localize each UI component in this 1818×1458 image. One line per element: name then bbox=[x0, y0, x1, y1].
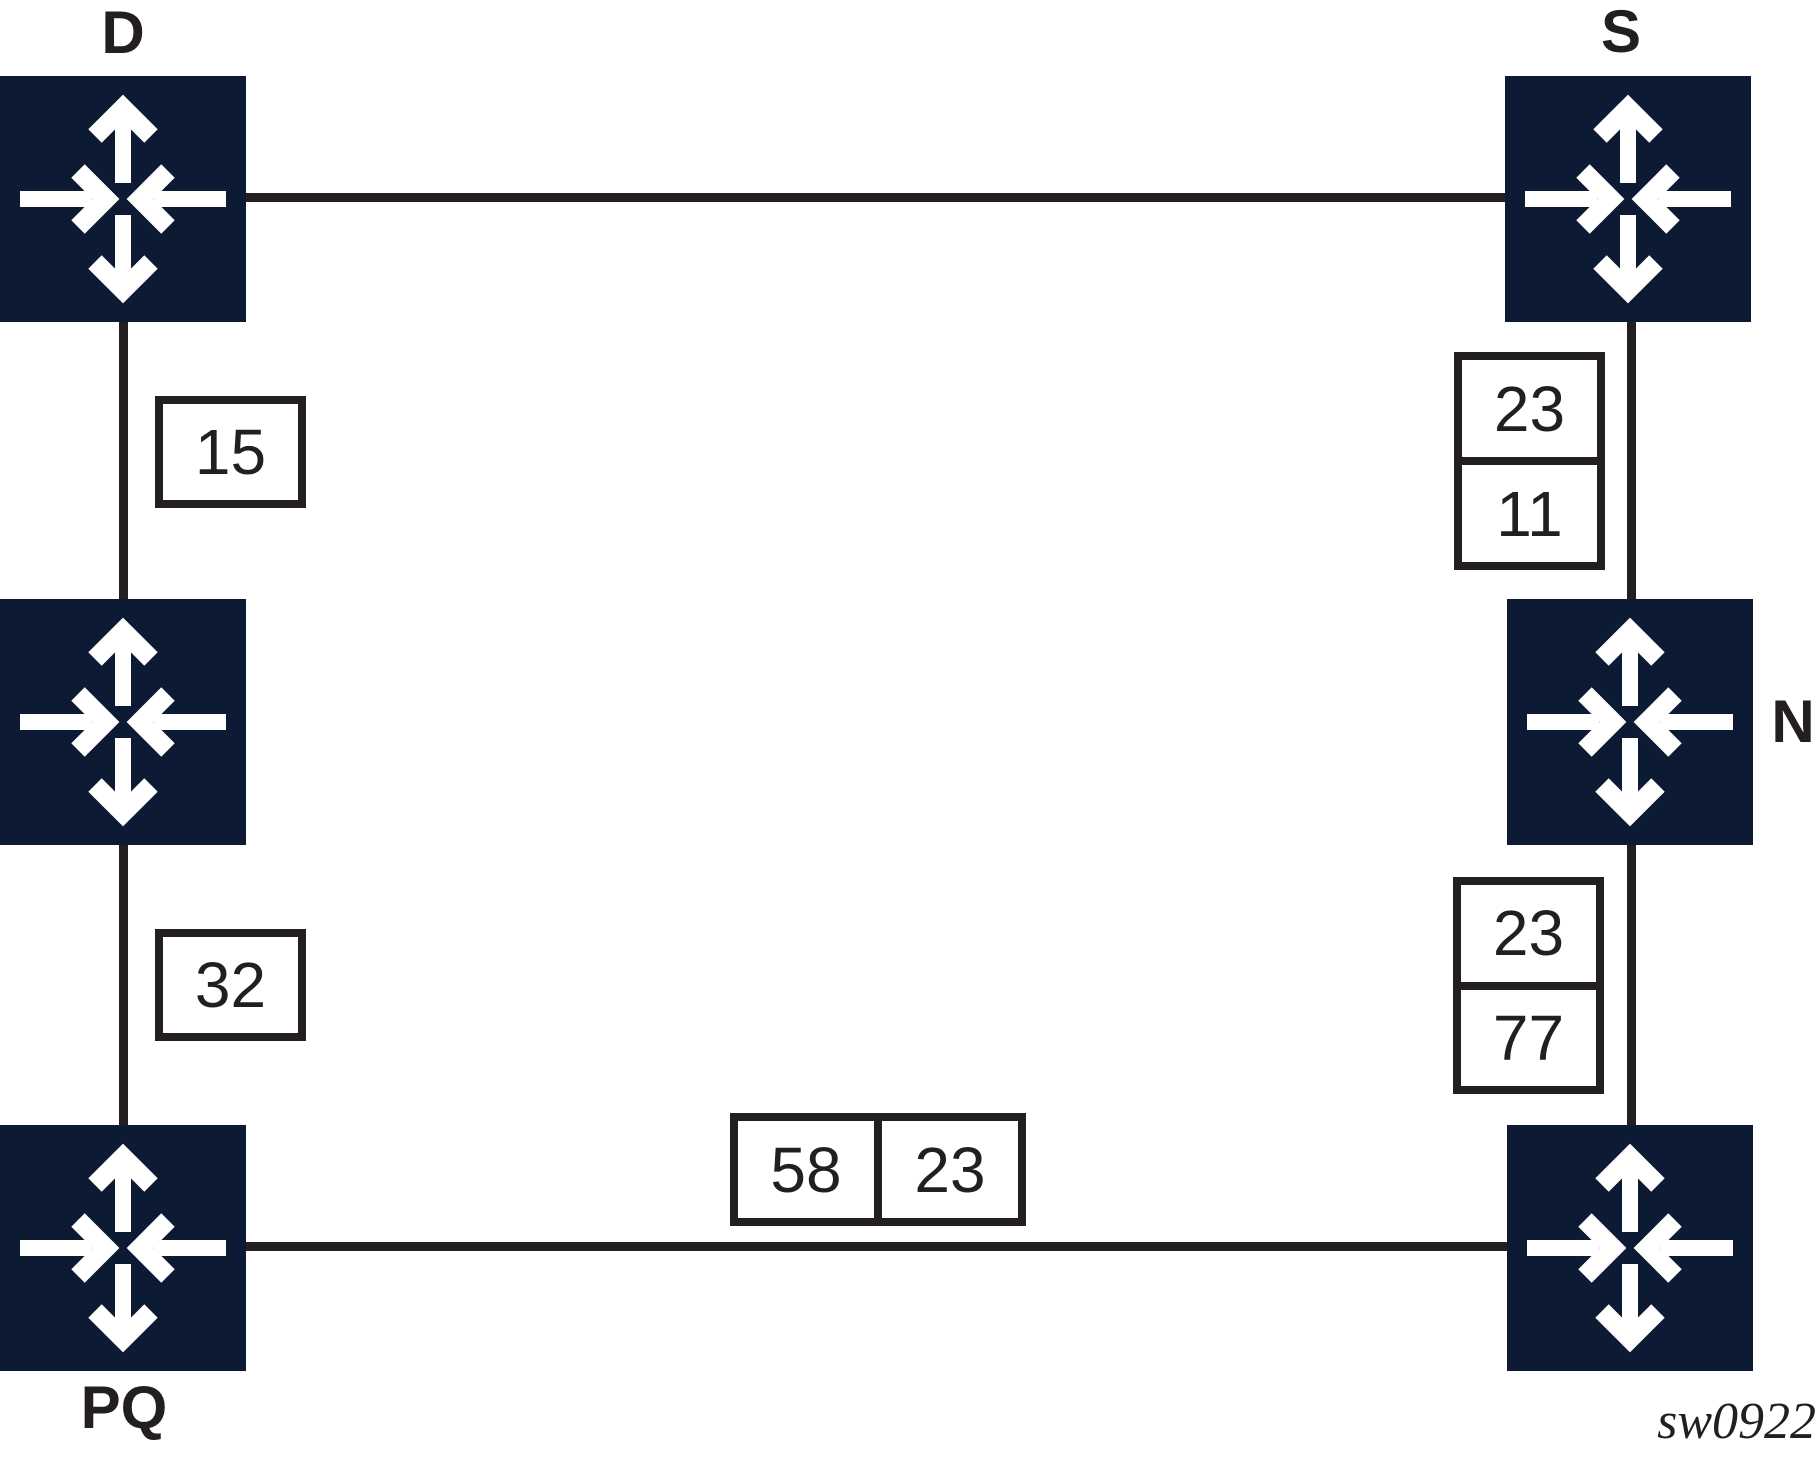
node-label-d: D bbox=[101, 0, 145, 66]
router-node-middle-left bbox=[0, 599, 246, 845]
router-node-pq bbox=[0, 1125, 246, 1371]
link-n-to-bottom-right bbox=[1627, 720, 1636, 1250]
link-s-to-n bbox=[1627, 197, 1636, 725]
link-middle-left-to-pq bbox=[119, 720, 128, 1250]
metric-box-s-n: 23 11 bbox=[1454, 352, 1605, 570]
router-icon bbox=[0, 1125, 246, 1371]
node-label-s: S bbox=[1600, 0, 1642, 65]
metric-value: 23 bbox=[874, 1121, 1018, 1218]
metric-value: 11 bbox=[1462, 457, 1597, 562]
router-node-n bbox=[1507, 599, 1753, 845]
metric-box-n-bottom-right: 23 77 bbox=[1453, 877, 1604, 1094]
link-d-to-middle-left bbox=[119, 197, 128, 725]
link-pq-to-bottom-right bbox=[123, 1242, 1633, 1251]
metric-value: 77 bbox=[1461, 981, 1596, 1087]
router-icon bbox=[1505, 76, 1751, 322]
figure-id-watermark: sw0922 bbox=[1657, 1393, 1816, 1450]
router-icon bbox=[1507, 1125, 1753, 1371]
router-node-d bbox=[0, 76, 246, 322]
router-node-bottom-right bbox=[1507, 1125, 1753, 1371]
router-node-s bbox=[1505, 76, 1751, 322]
metric-value: 23 bbox=[1492, 897, 1565, 970]
link-d-to-s bbox=[123, 193, 1633, 202]
router-icon bbox=[0, 76, 246, 322]
metric-value: 32 bbox=[194, 949, 267, 1021]
metric-value: 15 bbox=[194, 416, 267, 488]
router-icon bbox=[1507, 599, 1753, 845]
router-icon bbox=[0, 599, 246, 845]
metric-box-middle-left-pq: 32 bbox=[155, 929, 306, 1041]
node-label-pq: PQ bbox=[80, 1374, 168, 1441]
metric-box-pq-bottom-right: 58 23 bbox=[730, 1113, 1026, 1226]
metric-box-d-middle-left: 15 bbox=[155, 396, 306, 508]
node-label-n: N bbox=[1771, 688, 1815, 755]
metric-value: 58 bbox=[770, 1133, 842, 1206]
metric-value: 23 bbox=[1493, 372, 1566, 445]
